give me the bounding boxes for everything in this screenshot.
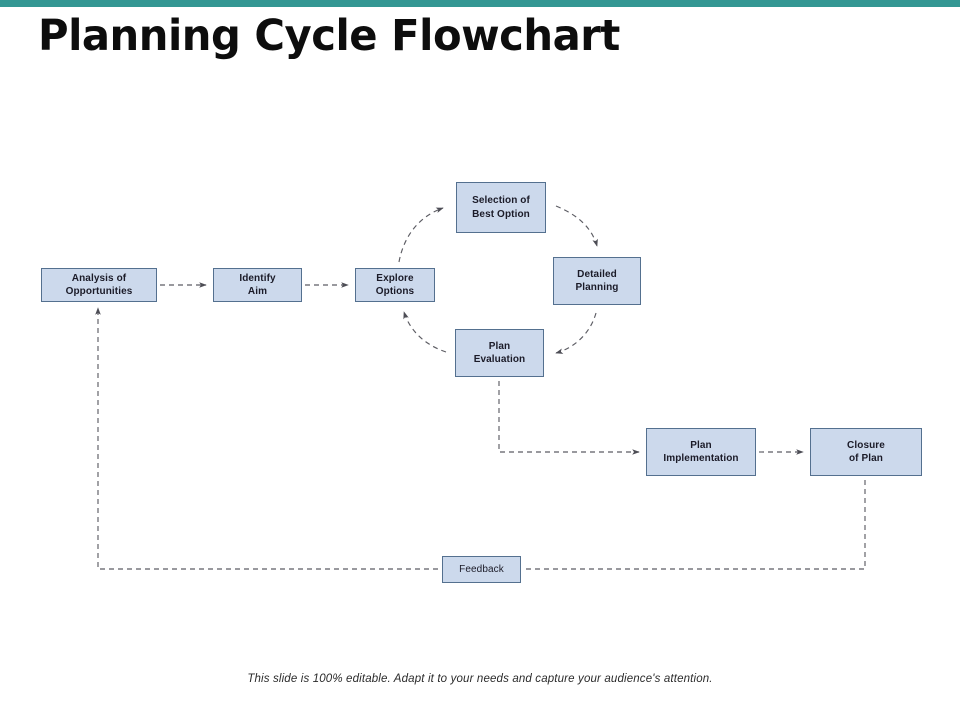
node-plan-evaluation[interactable]: Plan Evaluation	[455, 329, 544, 377]
node-label: Identify Aim	[239, 272, 276, 297]
edge-closure-to-feedback	[525, 480, 866, 570]
node-label: Selection of Best Option	[472, 195, 530, 220]
node-label: Analysis of Opportunities	[65, 272, 133, 297]
node-feedback[interactable]: Feedback	[442, 556, 521, 583]
top-accent-bar	[0, 0, 960, 7]
edge-evaluation-to-explore	[403, 311, 447, 353]
edge-evaluation-to-implementation	[498, 381, 640, 455]
page-title: Planning Cycle Flowchart	[38, 11, 620, 61]
edge-feedback-to-analysis	[95, 307, 438, 570]
edge-detailed-to-evaluation	[555, 312, 597, 354]
node-explore-options[interactable]: Explore Options	[355, 268, 435, 302]
node-label: Explore Options	[375, 272, 415, 297]
node-plan-implementation[interactable]: Plan Implementation	[646, 428, 756, 476]
node-identify-aim[interactable]: Identify Aim	[213, 268, 302, 302]
slide-footnote: This slide is 100% editable. Adapt it to…	[247, 673, 713, 685]
edge-explore-to-selection	[398, 207, 444, 263]
node-label: Detailed Planning	[575, 268, 619, 293]
node-selection-of-best-option[interactable]: Selection of Best Option	[456, 182, 546, 233]
node-label: Plan Evaluation	[473, 340, 526, 365]
node-label: Closure of Plan	[847, 439, 885, 464]
node-label: Feedback	[459, 563, 504, 575]
node-analysis-of-opportunities[interactable]: Analysis of Opportunities	[41, 268, 157, 302]
node-closure-of-plan[interactable]: Closure of Plan	[810, 428, 922, 476]
node-detailed-planning[interactable]: Detailed Planning	[553, 257, 641, 305]
node-label: Plan Implementation	[663, 439, 739, 464]
edge-selection-to-detailed	[555, 205, 598, 247]
